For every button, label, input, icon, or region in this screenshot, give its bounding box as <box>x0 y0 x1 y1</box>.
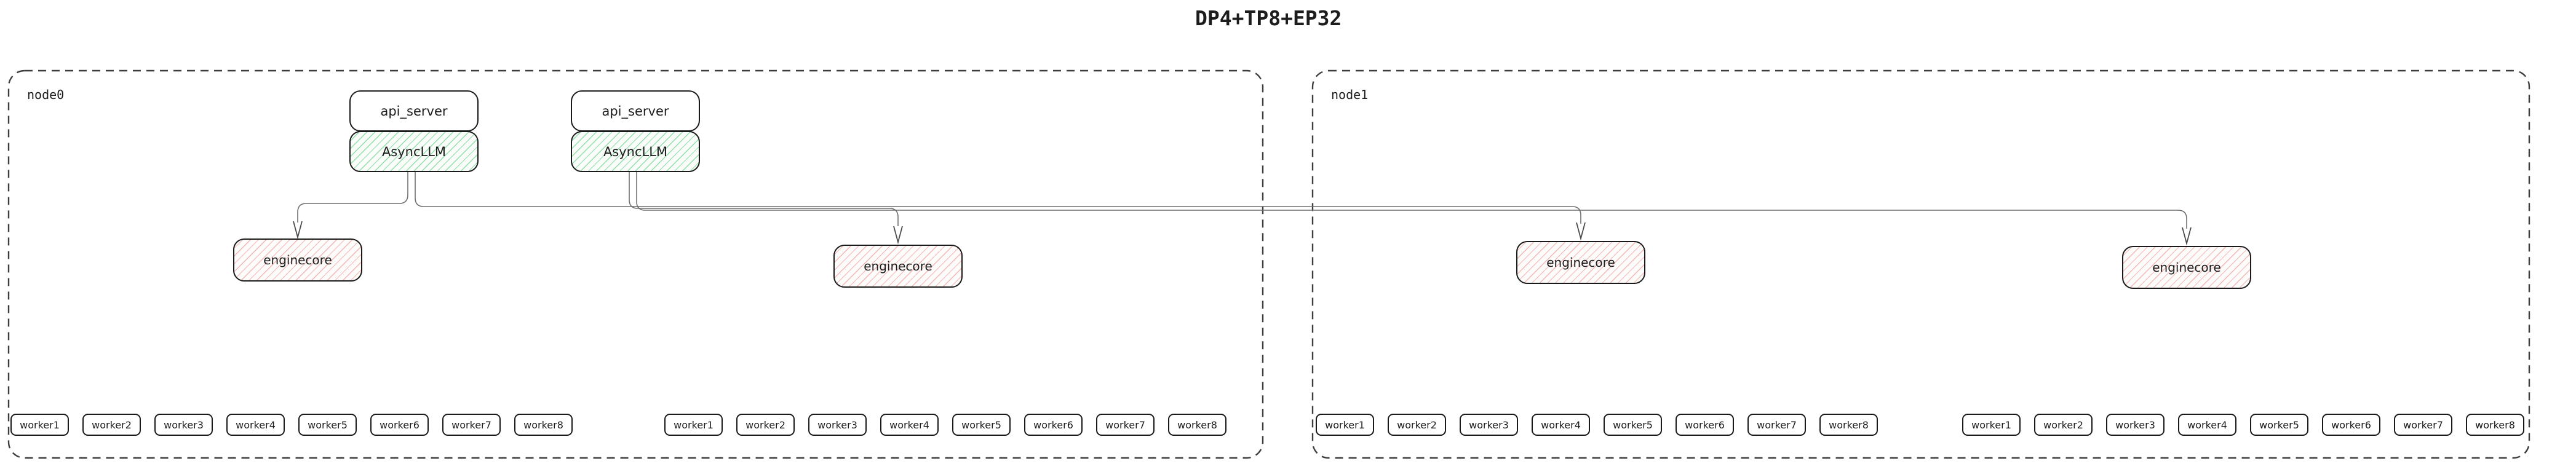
worker-box: worker5 <box>1604 414 1662 436</box>
worker-box: worker8 <box>514 414 573 436</box>
worker-box: worker6 <box>1676 414 1734 436</box>
enginecore-box-3: enginecore <box>1516 241 1645 284</box>
worker-box: worker1 <box>664 414 723 436</box>
worker-box: worker5 <box>952 414 1011 436</box>
worker-box: worker4 <box>226 414 285 436</box>
edge-asyncllm1-enginecore1 <box>297 172 408 223</box>
arrowhead-icon <box>893 226 903 245</box>
arrowhead-icon <box>293 221 303 240</box>
worker-box: worker3 <box>154 414 213 436</box>
worker-box: worker3 <box>1460 414 1518 436</box>
worker-box: worker2 <box>736 414 795 436</box>
worker-box: worker4 <box>1532 414 1590 436</box>
worker-box: worker3 <box>808 414 867 436</box>
api-server-box-2: api_server <box>571 90 700 132</box>
worker-box: worker2 <box>82 414 141 436</box>
node1-worker-row-1: worker1 worker2 worker3 worker4 worker5 worke… <box>1316 414 1878 436</box>
node0-worker-row-1: worker1 worker2 worker3 worker4 worker5 worke… <box>10 414 573 436</box>
node1-border <box>1311 69 2530 459</box>
edge-asyncllm1-enginecore3 <box>415 172 1581 224</box>
arrowhead-icon <box>1576 222 1586 241</box>
api-server-box-1: api_server <box>349 90 479 132</box>
asyncllm-box-2: AsyncLLM <box>571 131 700 172</box>
edge-asyncllm2-enginecore4 <box>636 172 2187 229</box>
worker-box: worker7 <box>442 414 501 436</box>
worker-box: worker7 <box>1747 414 1806 436</box>
node0-label: node0 <box>27 87 65 102</box>
worker-box: worker7 <box>2394 414 2452 436</box>
worker-box: worker5 <box>2250 414 2308 436</box>
worker-box: worker8 <box>1168 414 1226 436</box>
node1-worker-row-2: worker1 worker2 worker3 worker4 worker5 worke… <box>1962 414 2524 436</box>
worker-box: worker1 <box>1962 414 2021 436</box>
worker-box: worker4 <box>2178 414 2236 436</box>
worker-box: worker6 <box>370 414 429 436</box>
worker-box: worker1 <box>1316 414 1374 436</box>
worker-box: worker2 <box>1388 414 1446 436</box>
node1-label: node1 <box>1331 87 1369 102</box>
asyncllm-box-1: AsyncLLM <box>349 131 479 172</box>
worker-box: worker6 <box>2322 414 2380 436</box>
node0-border <box>7 69 1264 459</box>
node0-worker-row-2: worker1 worker2 worker3 worker4 worker5 worke… <box>664 414 1226 436</box>
enginecore-box-2: enginecore <box>833 245 963 288</box>
enginecore-box-4: enginecore <box>2122 246 2251 289</box>
worker-box: worker2 <box>2034 414 2093 436</box>
edge-asyncllm2-enginecore2 <box>629 172 899 226</box>
enginecore-box-1: enginecore <box>233 238 362 282</box>
arrowhead-icon <box>2182 227 2192 246</box>
worker-box: worker4 <box>880 414 939 436</box>
diagram-title: DP4+TP8+EP32 <box>1195 6 1342 30</box>
worker-box: worker1 <box>10 414 69 436</box>
worker-box: worker5 <box>298 414 357 436</box>
worker-box: worker3 <box>2106 414 2165 436</box>
worker-box: worker6 <box>1024 414 1083 436</box>
worker-box: worker8 <box>1819 414 1878 436</box>
worker-box: worker7 <box>1096 414 1155 436</box>
worker-box: worker8 <box>2466 414 2524 436</box>
